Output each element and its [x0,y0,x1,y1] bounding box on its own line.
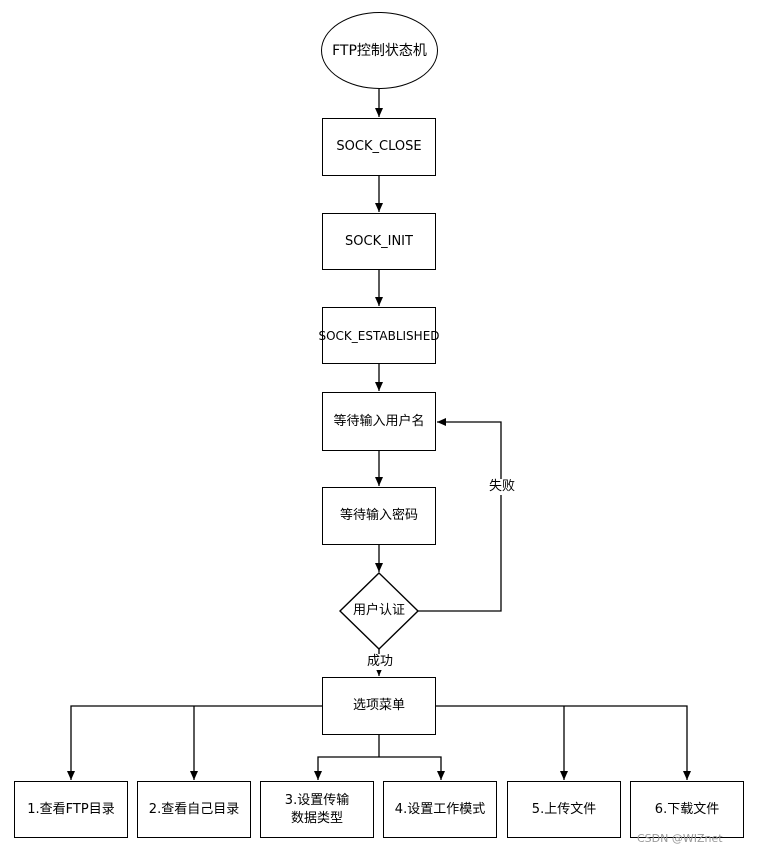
watermark: CSDN @WIZnet [637,832,723,845]
edge-menu-to-option-1 [67,705,322,780]
success-label: 成功 [366,654,395,670]
option-4-node: 4.设置工作模式 [383,781,497,838]
edge-menu-to-option-3 [314,756,379,780]
state-wait-password: 等待输入密码 [322,487,436,545]
edge-menu-to-option-4 [379,756,445,780]
state-wait-password-label: 等待输入密码 [339,508,418,523]
option-1-label: 1.查看FTP目录 [27,801,115,817]
state-sock-init-label: SOCK_INIT [345,233,413,249]
option-3-label: 3.设置传输 数据类型 [284,792,350,826]
state-sock-close: SOCK_CLOSE [322,118,436,176]
option-3-node: 3.设置传输 数据类型 [260,781,374,838]
state-sock-close-label: SOCK_CLOSE [336,139,422,154]
option-2-label: 2.查看自己目录 [148,801,240,817]
start-node-label: FTP控制状态机 [332,42,427,59]
edge-decision-fail-loop [417,418,502,612]
option-1-node: 1.查看FTP目录 [14,781,128,838]
decision-diamond-shape [338,572,420,650]
decision-label: 用户认证 [352,603,405,618]
option-2-node: 2.查看自己目录 [137,781,251,838]
fail-label: 失败 [488,479,517,495]
state-sock-established-label: SOCK_ESTABLISHED [318,328,440,343]
menu-node: 选项菜单 [322,677,436,735]
menu-node-label: 选项菜单 [352,698,405,713]
state-sock-init: SOCK_INIT [322,213,436,270]
option-4-label: 4.设置工作模式 [394,801,486,817]
state-wait-username: 等待输入用户名 [322,392,436,451]
option-5-node: 5.上传文件 [507,781,621,838]
state-sock-established: SOCK_ESTABLISHED [318,307,440,364]
start-node: FTP控制状态机 [321,12,438,89]
option-6-node: 6.下载文件 [630,781,744,838]
option-5-label: 5.上传文件 [531,801,597,817]
edge-menu-to-option-6 [436,705,691,780]
state-wait-username-label: 等待输入用户名 [333,413,425,429]
option-6-label: 6.下载文件 [654,801,720,817]
